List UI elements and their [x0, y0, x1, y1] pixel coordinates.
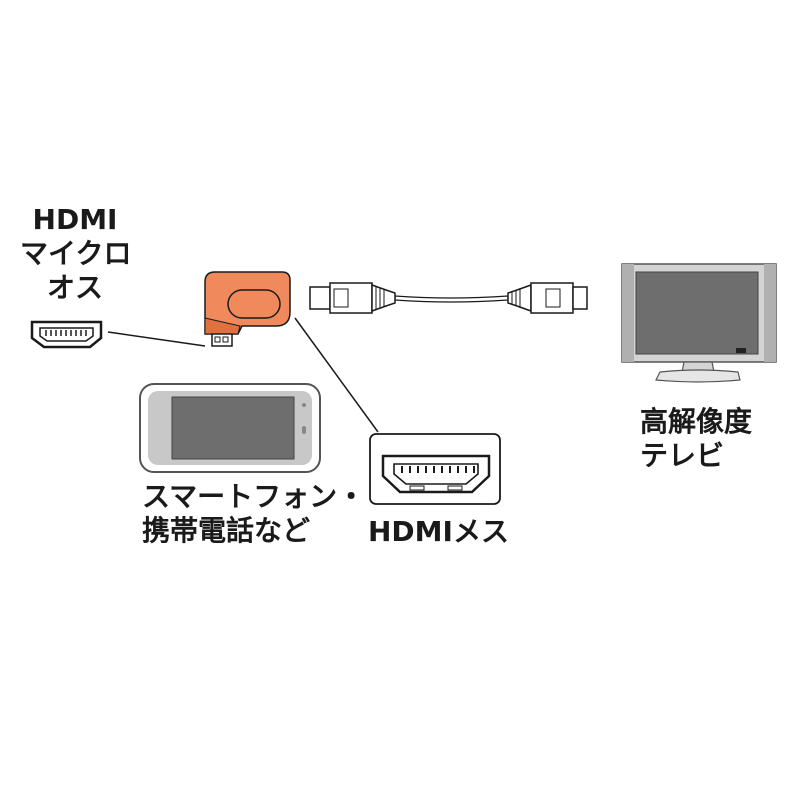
- hdmi-female-label: HDMIメス: [368, 515, 509, 548]
- smartphone-label-line2: 携帯電話など: [142, 514, 311, 547]
- hd-tv-label-line1: 高解像度: [640, 405, 753, 438]
- tv-icon: [621, 263, 777, 383]
- hdmi-micro-label-line3: オス: [46, 271, 103, 304]
- leader-line-hdmi: [294, 317, 379, 433]
- hd-tv-label: 高解像度 テレビ: [640, 405, 752, 473]
- smartphone-label-line1: スマートフォン・: [142, 480, 366, 513]
- hdmi-micro-label-line1: HDMI: [32, 203, 118, 236]
- smartphone-icon: [139, 383, 321, 473]
- hdmi-micro-socket-icon: [30, 320, 103, 349]
- leader-line-micro: [107, 331, 206, 347]
- hdmi-micro-label-line2: マイクロ: [20, 237, 132, 270]
- hdmi-micro-male-label: HDMI マイクロ オス: [20, 203, 132, 305]
- hdmi-cable-icon: [309, 282, 588, 314]
- hd-tv-label-line2: テレビ: [640, 439, 725, 472]
- l-shaped-adapter-icon: [204, 271, 291, 347]
- hdmi-female-port-icon: [369, 433, 501, 505]
- smartphone-label: スマートフォン・ 携帯電話など: [142, 480, 365, 548]
